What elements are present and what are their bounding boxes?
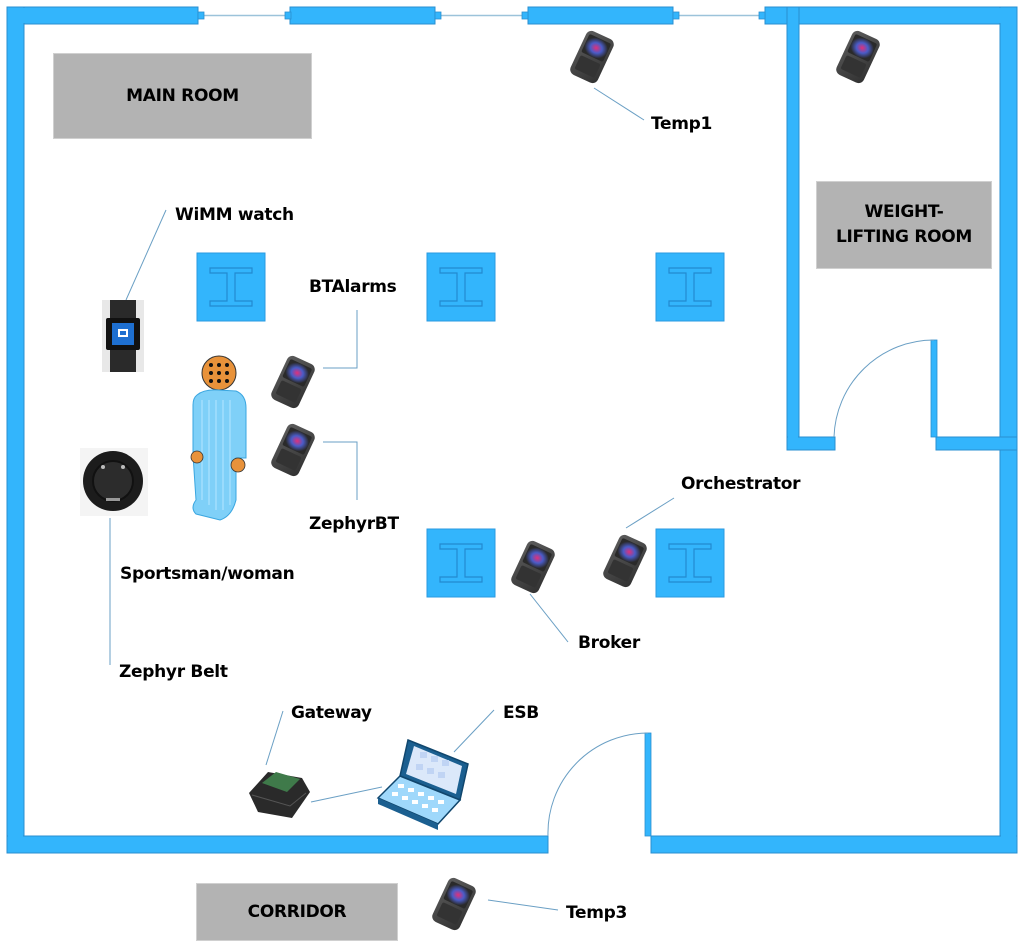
label-temp3: Temp3: [566, 903, 628, 923]
corridor-text: CORRIDOR: [247, 901, 347, 922]
phone-zephyrbt-icon[interactable]: [269, 421, 317, 479]
wall-top-3: [527, 6, 674, 25]
phone-orchestrator-icon[interactable]: [601, 532, 649, 590]
walls: [6, 6, 1018, 854]
phone-btalarms-icon[interactable]: [269, 353, 317, 411]
window-2: [434, 11, 529, 20]
column-4: [426, 528, 496, 598]
main-room-label: MAIN ROOM: [53, 53, 312, 139]
label-broker: Broker: [578, 633, 640, 653]
leader-wimm-watch: [125, 209, 167, 301]
leader-lines: [109, 87, 675, 911]
window-3: [672, 11, 766, 20]
leader-orchestrator: [625, 497, 675, 529]
label-temp1: Temp1: [651, 114, 713, 134]
column-2: [426, 252, 496, 322]
label-orchestrator: Orchestrator: [681, 474, 801, 494]
leader-gateway: [265, 710, 284, 766]
main-room-text: MAIN ROOM: [126, 85, 239, 106]
leader-broker: [529, 593, 569, 643]
weight-lifting-room-label: WEIGHT- LIFTING ROOM: [816, 181, 992, 269]
column-5: [655, 528, 725, 598]
label-btalarms: BTAlarms: [309, 277, 397, 297]
leader-gateway-esb: [310, 786, 383, 803]
label-sportsman: Sportsman/woman: [120, 564, 295, 584]
wimm-watch-icon[interactable]: [102, 300, 144, 372]
label-wimm-watch: WiMM watch: [175, 205, 294, 225]
column-3: [655, 252, 725, 322]
label-gateway: Gateway: [291, 703, 372, 723]
phone-temp3-icon[interactable]: [430, 875, 478, 933]
window-1: [197, 11, 292, 20]
leader-btalarms: [323, 310, 358, 369]
leader-temp3: [487, 899, 559, 911]
leader-esb: [453, 709, 495, 753]
sportsman-figure-icon: [190, 355, 247, 521]
wall-top-2: [289, 6, 436, 25]
door-main-exit[interactable]: [547, 732, 652, 837]
leader-zephyrbt: [323, 441, 358, 500]
esb-laptop-icon[interactable]: [376, 738, 469, 830]
phone-temp1-icon[interactable]: [568, 28, 616, 86]
door-weight-room[interactable]: [833, 339, 938, 438]
label-zephyrbt: ZephyrBT: [309, 514, 399, 534]
phone-broker-icon[interactable]: [509, 538, 557, 596]
leader-temp1: [593, 87, 645, 121]
label-zephyr-belt: Zephyr Belt: [119, 662, 228, 682]
corridor-label: CORRIDOR: [196, 883, 398, 941]
zephyr-belt-icon[interactable]: [80, 448, 148, 516]
weight-room-text-line1: WEIGHT-: [864, 202, 944, 223]
gateway-device-icon[interactable]: [249, 772, 310, 818]
weight-room-text-line2: LIFTING ROOM: [835, 227, 973, 247]
label-esb: ESB: [503, 703, 539, 723]
column-1: [196, 252, 266, 322]
phone-temp2-icon[interactable]: [834, 28, 882, 86]
